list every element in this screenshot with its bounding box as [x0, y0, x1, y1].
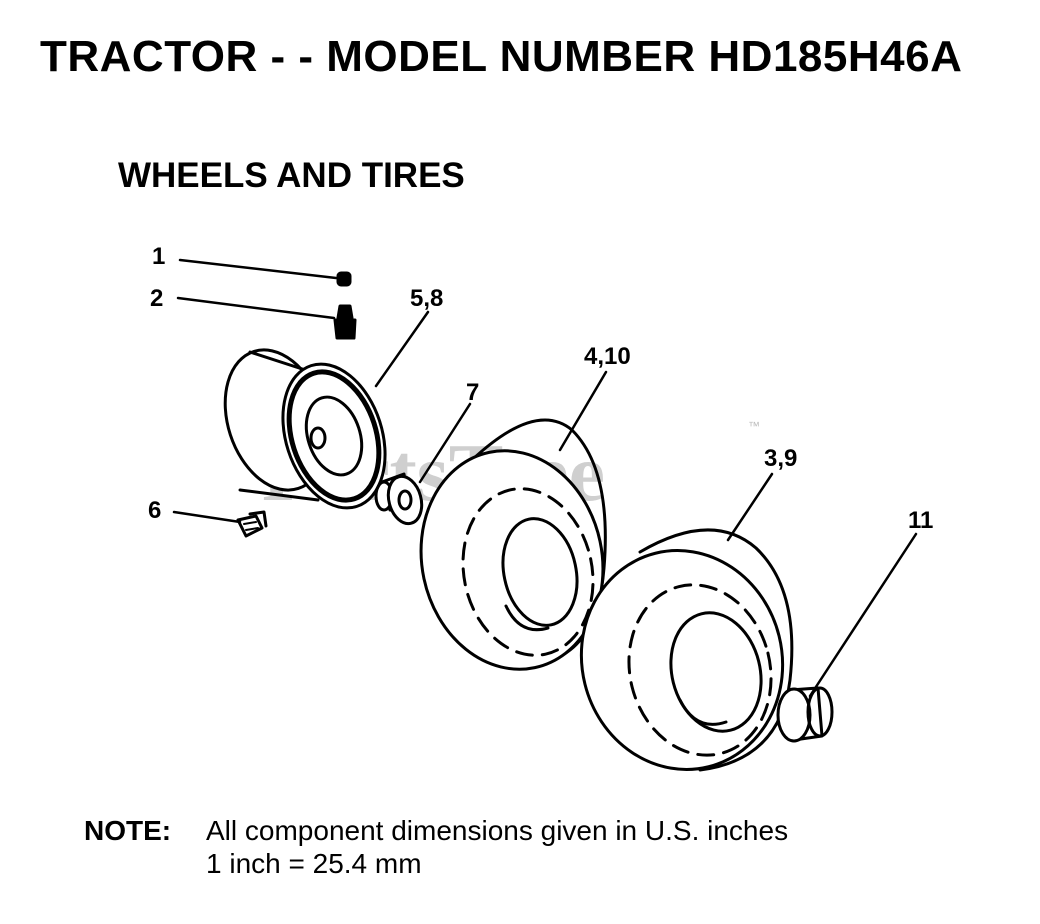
callout-2: 2	[150, 285, 163, 312]
part-tire-front	[419, 418, 607, 671]
callout-11: 11	[908, 507, 933, 534]
part-bushing	[374, 472, 424, 526]
part-lug-bolt	[236, 510, 268, 538]
callout-1: 1	[152, 243, 165, 270]
part-valve-cap	[336, 271, 352, 287]
callout-5-8: 5,8	[410, 285, 443, 312]
section-title: WHEELS AND TIRES	[118, 156, 465, 195]
page-title: TRACTOR - - MODEL NUMBER HD185H46A	[40, 32, 963, 81]
part-wheel-rim	[223, 348, 387, 510]
part-tire-rear	[579, 528, 794, 772]
part-valve-stem	[333, 304, 357, 340]
callout-4-10: 4,10	[584, 343, 631, 370]
note-line-conversion: 1 inch = 25.4 mm	[206, 848, 422, 879]
callout-7: 7	[466, 379, 479, 406]
watermark-tm: ™	[748, 419, 760, 433]
callout-6: 6	[148, 497, 161, 524]
part-hub-cap	[776, 686, 834, 743]
callout-3-9: 3,9	[764, 445, 797, 472]
leader-lines	[172, 258, 918, 698]
note-line-units: All component dimensions given in U.S. i…	[206, 815, 789, 846]
note-label: NOTE:	[84, 815, 172, 846]
